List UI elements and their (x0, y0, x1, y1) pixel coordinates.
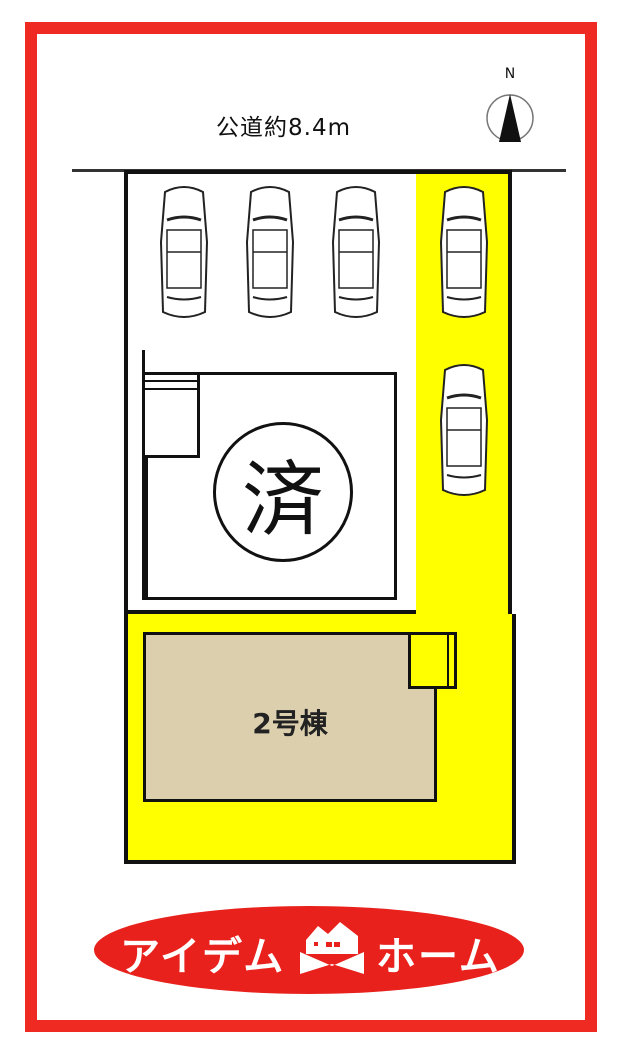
red-frame (25, 22, 597, 1032)
car-icon (245, 186, 295, 318)
lot-divider (124, 610, 416, 614)
porch-line (145, 380, 197, 382)
company-logo: アイデム ホーム (92, 904, 526, 996)
car-icon (159, 186, 209, 318)
building-2 (143, 632, 437, 802)
compass-icon (486, 94, 534, 142)
north-label: N (504, 66, 516, 82)
north-arrow: N (485, 66, 535, 146)
logo-text-left: アイデム (120, 934, 286, 980)
road-label: 公道約8.4m (216, 115, 351, 141)
porch-line (447, 632, 449, 689)
car-icon (439, 364, 489, 496)
car-icon (439, 186, 489, 318)
logo-text-right: ホーム (376, 934, 501, 980)
porch-post (142, 350, 145, 600)
building-2-label: 2号棟 (252, 707, 328, 740)
building-2-porch (408, 632, 457, 689)
sold-mark: 済 (213, 422, 353, 562)
car-icon (331, 186, 381, 318)
entrance-porch (145, 372, 200, 458)
porch-line (145, 388, 197, 390)
house-icon (300, 922, 364, 974)
